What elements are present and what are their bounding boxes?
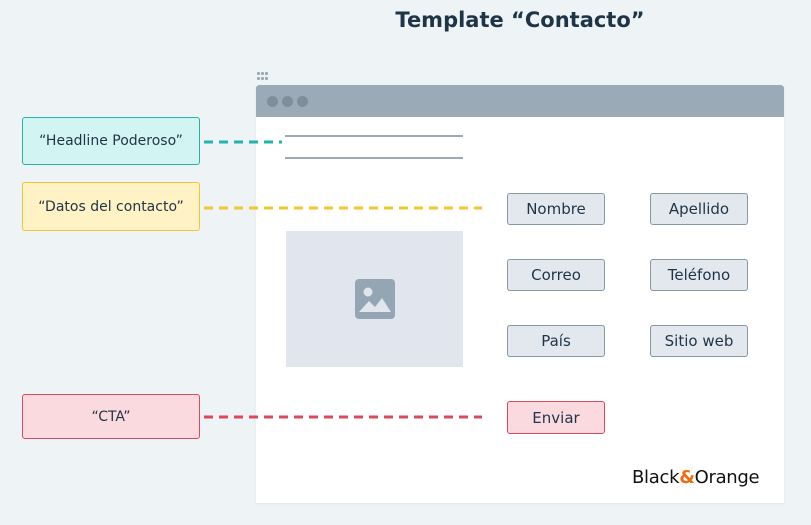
window-dot-icon [267,96,278,107]
brand-ampersand: & [679,467,695,488]
template-window: Nombre Apellido Correo Teléfono País Sit… [256,85,784,503]
enviar-button[interactable]: Enviar [507,401,605,434]
brand-name-part: Black [632,467,680,488]
correo-field[interactable]: Correo [507,259,605,291]
headline-label: “Headline Poderoso” [22,117,200,165]
cta-label: “CTA” [22,394,200,439]
window-dot-icon [282,96,293,107]
brand-logo: Black&Orange [632,467,760,488]
headline-placeholder-line [285,157,463,159]
headline-placeholder-line [285,135,463,137]
drag-handle-icon[interactable] [257,72,269,80]
image-placeholder [286,231,463,367]
apellido-field[interactable]: Apellido [650,193,748,225]
window-titlebar [256,85,784,117]
nombre-field[interactable]: Nombre [507,193,605,225]
page-title: Template “Contacto” [395,8,645,32]
sitio-web-field[interactable]: Sitio web [650,325,748,357]
window-dot-icon [297,96,308,107]
pais-field[interactable]: País [507,325,605,357]
brand-name-part: Orange [694,467,760,488]
contact-data-label: “Datos del contacto” [22,182,200,231]
image-icon [355,279,395,319]
telefono-field[interactable]: Teléfono [650,259,748,291]
